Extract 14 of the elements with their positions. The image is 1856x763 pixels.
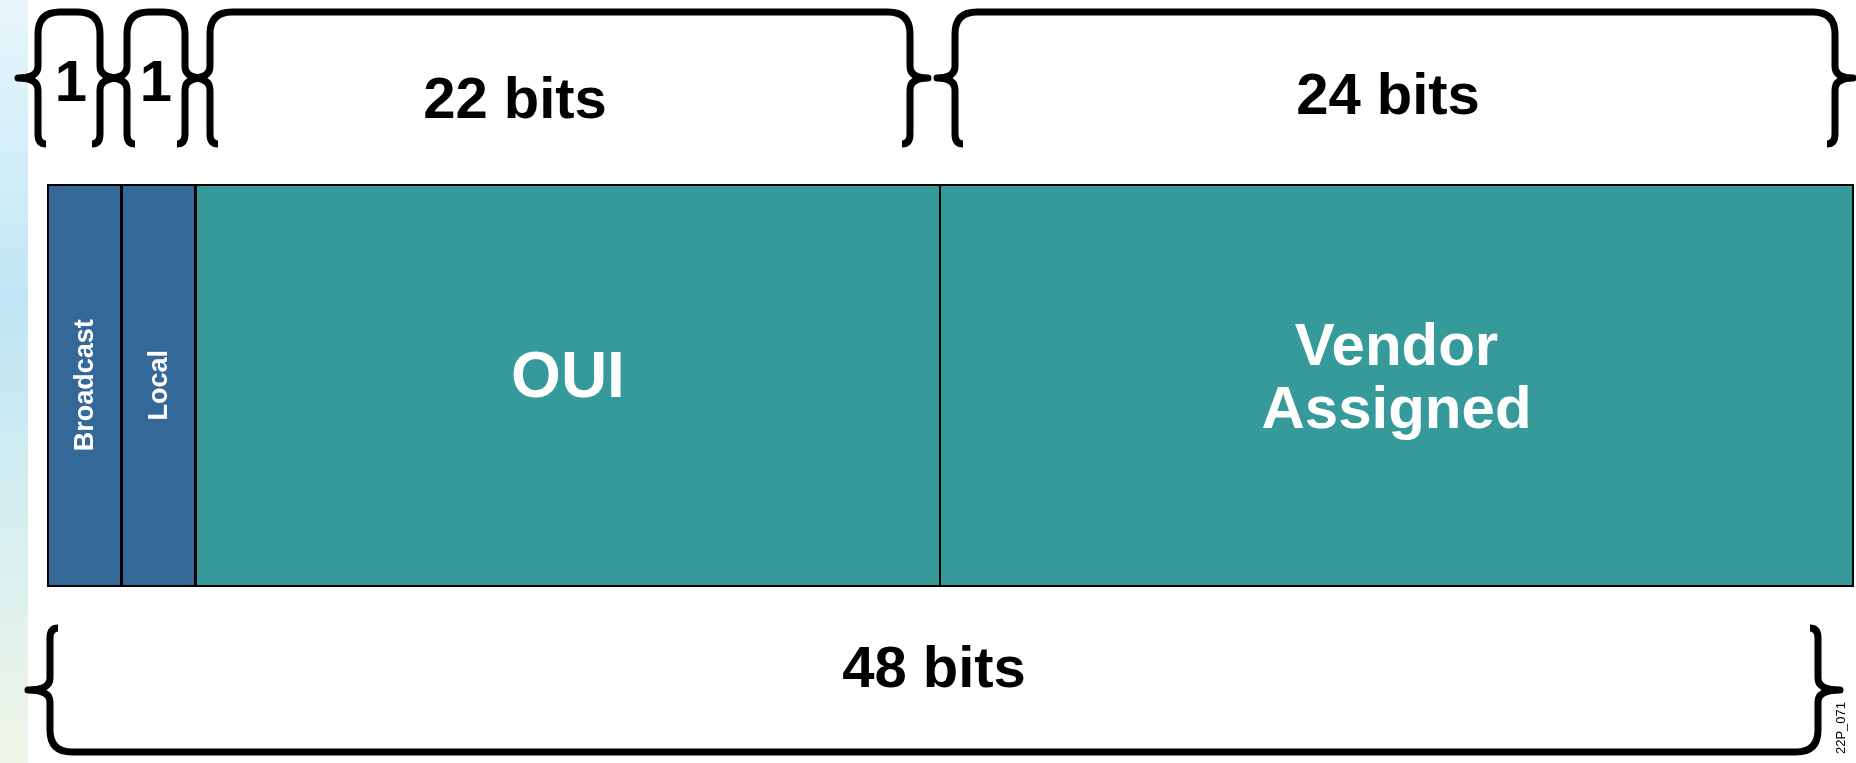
field-label: OUI (511, 341, 625, 410)
field-box (47, 184, 122, 587)
bit-count: 22 bits (423, 63, 607, 131)
bit-count: 1 (54, 46, 88, 114)
field-label: Vendor Assigned (1260, 312, 1533, 439)
field-label: Local (144, 350, 173, 421)
bit-count: 48 bits (842, 632, 1026, 700)
bit-count: 24 bits (1296, 59, 1480, 127)
field-box (121, 184, 196, 587)
figure-code: 22P_071 (1832, 701, 1848, 755)
bit-count: 1 (139, 46, 173, 114)
field-label: Broadcast (70, 319, 99, 452)
field-box (195, 184, 941, 587)
field-box (939, 184, 1854, 587)
